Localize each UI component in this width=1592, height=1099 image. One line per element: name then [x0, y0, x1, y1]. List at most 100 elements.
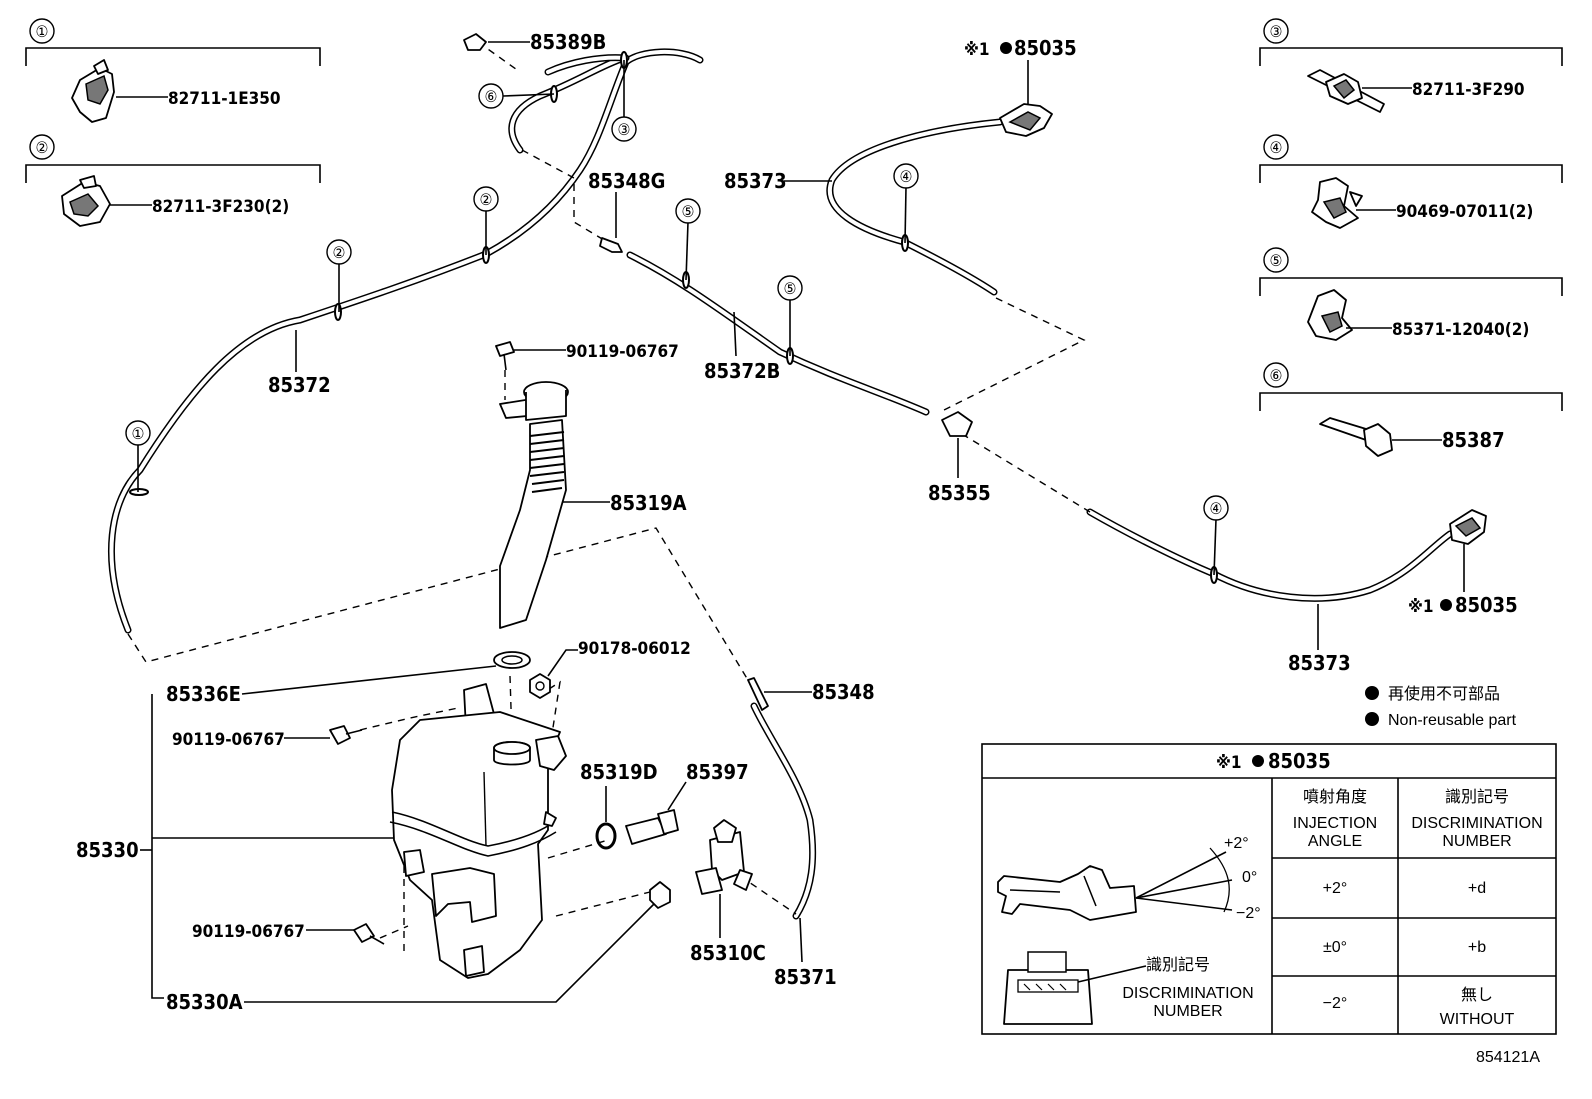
callout-6-hose: ⑥ — [485, 87, 498, 106]
hose-85371 — [750, 702, 817, 920]
non-reusable-dot-icon — [1365, 712, 1379, 726]
callout-key-4: ④ 90469-07011(2) — [1259, 134, 1563, 229]
col-header-mark-jp: 識別記号 — [1445, 788, 1509, 806]
row3-mark-jp: 無し — [1461, 986, 1493, 1004]
bolt-top — [495, 341, 566, 371]
connector-85348 — [747, 677, 812, 711]
callout-key-1: ① 82711-1E350 — [25, 18, 321, 123]
callout-key-1-number: ① — [36, 22, 49, 41]
bolt-mid — [284, 725, 363, 745]
non-reusable-dot-icon — [1440, 599, 1452, 611]
part-number-85310C: 85310C — [690, 941, 766, 965]
grommet-85336E — [493, 651, 531, 669]
washer-tank-85330 — [389, 683, 567, 979]
hose-85372 — [108, 48, 704, 634]
legend-en: Non-reusable part — [1388, 712, 1517, 729]
callout-key-5: ⑤ 85371-12040(2) — [1259, 247, 1563, 341]
callout-key-3-number: ③ — [1270, 22, 1283, 41]
callout-1-hose: ① — [132, 424, 145, 443]
row3-angle: −2° — [1323, 995, 1348, 1012]
part-number-90178-06012: 90178-06012 — [578, 639, 691, 659]
joint-85355 — [941, 411, 973, 478]
callout-key-3: ③ 82711-3F290 — [1259, 18, 1563, 113]
connector-85348G — [599, 192, 623, 253]
part-number-85371: 85371 — [774, 965, 837, 989]
part-number-85330: 85330 — [76, 838, 139, 862]
part-number-90119-06767-mid: 90119-06767 — [172, 730, 285, 750]
hose-85373-top — [826, 118, 1004, 296]
part-number-85319A: 85319A — [610, 491, 687, 515]
o-ring-85319D — [595, 786, 617, 850]
angle-minus-label: −2° — [1236, 905, 1261, 922]
part-number-82711-1E350: 82711-1E350 — [168, 89, 281, 109]
hose-clamps — [129, 51, 1218, 584]
col-header-mark-en2: NUMBER — [1442, 833, 1511, 850]
callout-key-2: ② 82711-3F230(2) — [25, 134, 321, 227]
part-number-85336E: 85336E — [166, 682, 241, 706]
filler-neck-85319A — [499, 381, 610, 629]
washer-pump-85310C — [695, 819, 753, 938]
table-title-mark: ※1 — [1216, 753, 1242, 773]
callout-4-hose-b: ④ — [1210, 499, 1223, 518]
disc-label-jp: 識別記号 — [1146, 956, 1210, 974]
non-reusable-dot-icon — [1252, 755, 1264, 767]
callout-4-hose-a: ④ — [900, 167, 913, 186]
legend-jp: 再使用不可部品 — [1388, 685, 1500, 703]
part-number-85035-top: 85035 — [1014, 36, 1077, 60]
bolt-low — [306, 923, 385, 945]
non-reusable-mark: ※1 — [1408, 597, 1434, 617]
hose-85373-bottom — [1086, 508, 1454, 602]
part-number-85319D: 85319D — [580, 760, 658, 784]
non-reusable-dot-icon — [1365, 686, 1379, 700]
col-header-angle-en2: ANGLE — [1308, 833, 1362, 850]
row2-mark: +b — [1468, 939, 1486, 956]
diagram-id: 854121A — [1476, 1049, 1540, 1066]
disc-label-en2: NUMBER — [1153, 1003, 1222, 1020]
part-number-85373-top: 85373 — [724, 169, 787, 193]
nozzle-angle-illustration: +2° 0° −2° — [997, 835, 1261, 922]
callout-5-hose-b: ⑤ — [784, 279, 797, 298]
bracket-85330 — [151, 694, 164, 999]
disc-label-en1: DISCRIMINATION — [1122, 985, 1253, 1002]
part-number-82711-3F230: 82711-3F230(2) — [152, 197, 289, 217]
leader-85372B — [733, 311, 737, 357]
part-number-85371-12040: 85371-12040(2) — [1392, 320, 1529, 340]
part-number-85373-bottom: 85373 — [1288, 651, 1351, 675]
table-title-part: 85035 — [1268, 749, 1331, 773]
col-header-mark-en1: DISCRIMINATION — [1411, 815, 1542, 832]
row2-angle: ±0° — [1323, 939, 1347, 956]
part-number-85348: 85348 — [812, 680, 875, 704]
callout-key-6: ⑥ 85387 — [1259, 362, 1563, 457]
callout-key-6-number: ⑥ — [1270, 366, 1283, 385]
discrimination-illustration: 識別記号 DISCRIMINATION NUMBER — [1003, 951, 1254, 1025]
part-number-85389B: 85389B — [530, 30, 606, 54]
part-number-82711-3F290: 82711-3F290 — [1412, 80, 1525, 100]
clip-icon — [1311, 177, 1363, 229]
hose-85372B — [626, 251, 930, 416]
part-number-85035-right: 85035 — [1455, 593, 1518, 617]
angle-zero-label: 0° — [1242, 869, 1257, 886]
col-header-angle-en1: INJECTION — [1293, 815, 1377, 832]
part-number-85355: 85355 — [928, 481, 991, 505]
nozzle-plug-85389B — [463, 33, 530, 51]
hose-85389-branch — [508, 54, 630, 154]
clip-icon — [1307, 289, 1353, 341]
part-number-85372B: 85372B — [704, 359, 780, 383]
part-number-85330A: 85330A — [166, 990, 243, 1014]
grommet-85330A — [244, 881, 671, 1003]
callout-key-2-number: ② — [36, 138, 49, 157]
callout-key-4-number: ④ — [1270, 138, 1283, 157]
part-number-85397: 85397 — [686, 760, 749, 784]
callout-5-hose-a: ⑤ — [682, 202, 695, 221]
part-number-85372: 85372 — [268, 373, 331, 397]
part-number-85348G: 85348G — [588, 169, 665, 193]
level-sensor-85397 — [625, 781, 687, 845]
part-number-90119-06767-low: 90119-06767 — [192, 922, 305, 942]
angle-plus-label: +2° — [1224, 835, 1249, 852]
part-number-90469-07011: 90469-07011(2) — [1396, 202, 1533, 222]
hose-callouts: ① ② ② ③ ⑥ ⑤ ⑤ ④ ④ — [125, 60, 1229, 576]
callout-key-5-number: ⑤ — [1270, 251, 1283, 270]
row3-mark-en: WITHOUT — [1440, 1011, 1515, 1028]
clip-icon — [1307, 69, 1385, 113]
